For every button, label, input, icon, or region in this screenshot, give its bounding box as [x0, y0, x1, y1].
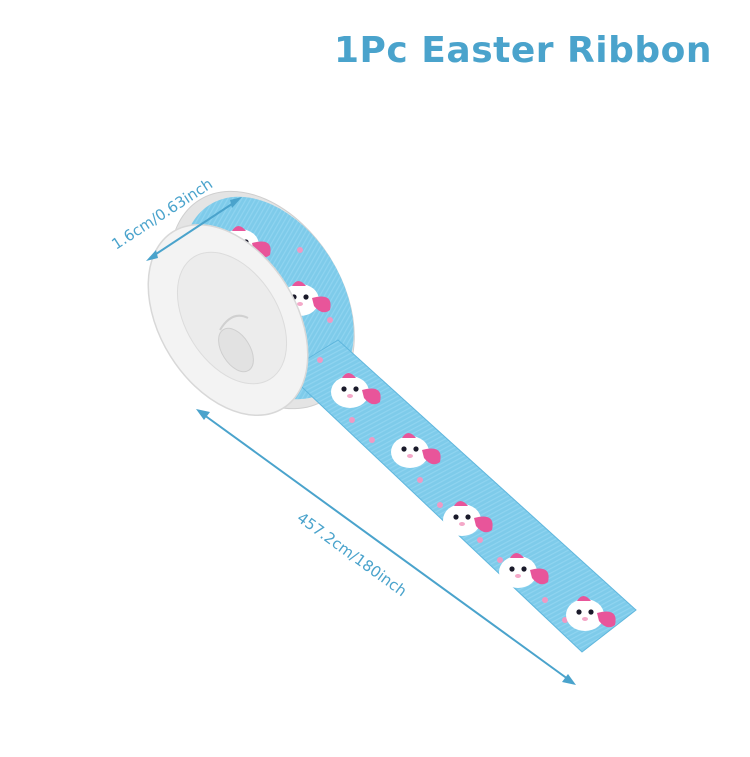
length-dimension-arrow [196, 409, 576, 685]
product-title: 1Pc Easter Ribbon [334, 30, 712, 71]
ribbon-strip [285, 339, 637, 653]
spool-hole [218, 327, 254, 373]
width-dimension-arrow [146, 197, 242, 261]
ribbon-dots [237, 247, 568, 623]
spool-hub-shadow [219, 314, 249, 331]
